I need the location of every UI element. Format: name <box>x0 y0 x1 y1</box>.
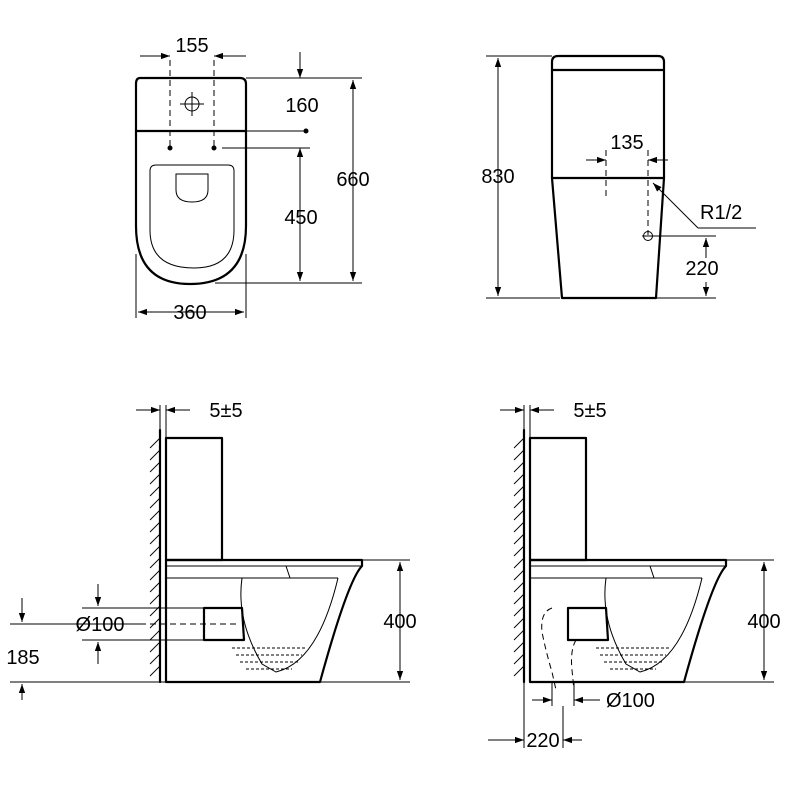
dim-400-label-right: 400 <box>747 611 780 633</box>
dim-360-label: 360 <box>173 302 206 324</box>
dim-135-label: 135 <box>610 132 643 154</box>
front-view: 830 135 R1/2 220 <box>481 54 756 300</box>
fixing-hole-right-icon <box>211 145 217 151</box>
seat-opening-outline <box>149 164 235 269</box>
water-surface <box>232 647 306 670</box>
dim-5pm5-label-left: 5±5 <box>209 400 242 422</box>
dim-5pm5-label-right: 5±5 <box>573 400 606 422</box>
section-view-right: 5±5 400 Ø100 220 <box>488 400 781 752</box>
top-view-outline <box>134 76 248 286</box>
fixing-hole-left-icon <box>167 145 173 151</box>
dim-220-label: 220 <box>685 258 718 280</box>
dim-450-label: 450 <box>284 207 317 229</box>
floor-outlet-hidden <box>541 607 577 691</box>
bowl-front-outline <box>550 176 666 300</box>
dim-160-label: 160 <box>285 95 318 117</box>
dim-220-label-bottom: 220 <box>526 730 559 752</box>
rim-inner-outline <box>175 173 209 203</box>
section-view-left: 5±5 Ø100 185 400 <box>6 400 417 700</box>
dim-830-label: 830 <box>481 166 514 188</box>
dim-400-label-left: 400 <box>383 611 416 633</box>
tank-front-outline <box>550 54 666 180</box>
outlet-pipe-right <box>566 606 610 642</box>
tank-side-outline <box>528 436 588 562</box>
dim-155-label: 155 <box>175 35 208 57</box>
top-view: 155 160 450 660 360 <box>134 35 370 324</box>
dim-d100-label-left: Ø100 <box>76 614 125 636</box>
dim-660-label: 660 <box>336 169 369 191</box>
tank-side-outline <box>164 436 224 562</box>
dim-d100-label-right: Ø100 <box>606 690 655 712</box>
dim-r12-label: R1/2 <box>700 202 742 224</box>
wall-hatch-icon <box>149 437 161 677</box>
wall-hatch-icon <box>513 437 525 677</box>
water-surface <box>596 647 670 670</box>
dim-185-label: 185 <box>6 647 39 669</box>
outlet-pipe-left <box>202 606 246 642</box>
